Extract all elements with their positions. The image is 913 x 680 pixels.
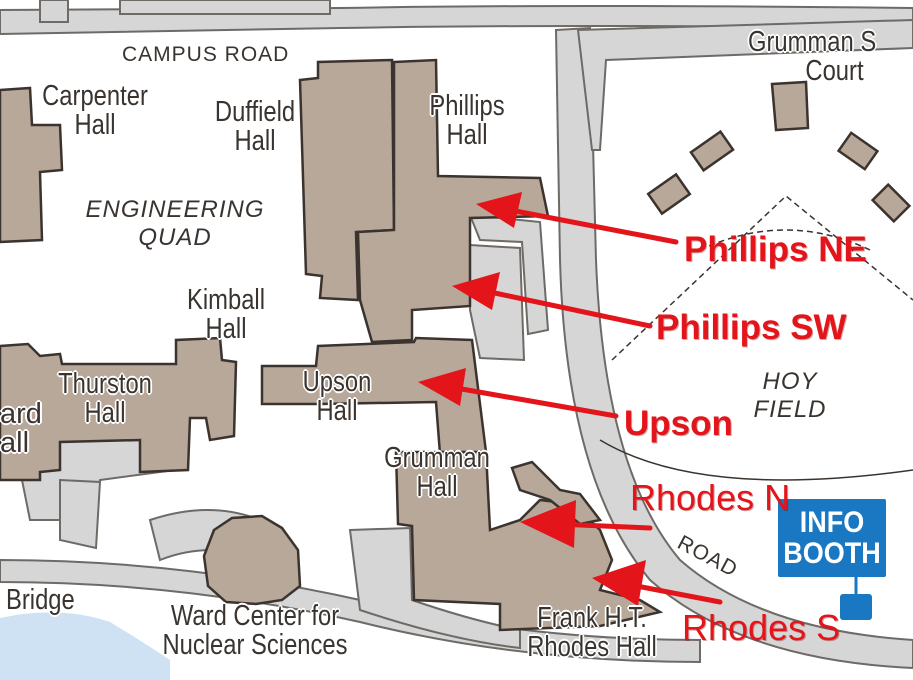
building-duffield <box>298 58 396 302</box>
baseball-bleachers <box>646 129 912 224</box>
building-rhodes-wing <box>510 460 603 526</box>
building-phillips <box>356 58 550 344</box>
callout-upson: Upson <box>624 404 733 443</box>
building-carpenter <box>0 86 64 244</box>
walk-upper-right <box>468 213 550 336</box>
campus-road-label: CAMPUS ROAD <box>122 43 290 66</box>
grumman-court-label: Grumman S Court <box>748 26 877 87</box>
arrow-phillips-sw <box>452 272 653 329</box>
hoy-field-lines <box>599 195 913 481</box>
callout-rhodes-s: Rhodes S <box>682 607 841 648</box>
hoy-road <box>554 26 913 670</box>
callout-rhodes-n: Rhodes N <box>630 477 791 518</box>
top-walk-mid <box>119 0 331 15</box>
building-upson <box>260 336 488 456</box>
arrow-phillips-ne <box>476 192 679 245</box>
top-walk-left <box>39 0 69 23</box>
building-grumman-court <box>770 80 810 132</box>
gorge-water <box>0 612 170 680</box>
building-ward <box>202 514 302 606</box>
walk-east-upson <box>469 243 526 362</box>
buildings <box>0 58 912 632</box>
arrow-rhodes-s <box>592 560 723 606</box>
arrow-rhodes-n <box>520 500 653 548</box>
callout-phillips-ne: Phillips NE <box>684 230 867 269</box>
info-booth: INFO BOOTH <box>778 499 886 577</box>
callout-phillips-sw: Phillips SW <box>656 308 847 347</box>
callout-arrows <box>418 192 723 606</box>
rhodes-hall-label: Frank H.T.Rhodes Hall <box>527 602 657 663</box>
hoy-field-label: HOY FIELD <box>753 368 827 423</box>
bridge-label: Bridge <box>6 584 75 616</box>
arrow-upson <box>418 368 619 419</box>
engineering-quad-label: ENGINEERING QUAD <box>85 196 265 251</box>
field-ring-road <box>576 18 913 151</box>
walk-south <box>59 478 102 550</box>
info-booth-pin <box>840 577 872 620</box>
walk-rhodes-loop <box>348 526 521 650</box>
building-kimball-thurston <box>0 336 238 482</box>
